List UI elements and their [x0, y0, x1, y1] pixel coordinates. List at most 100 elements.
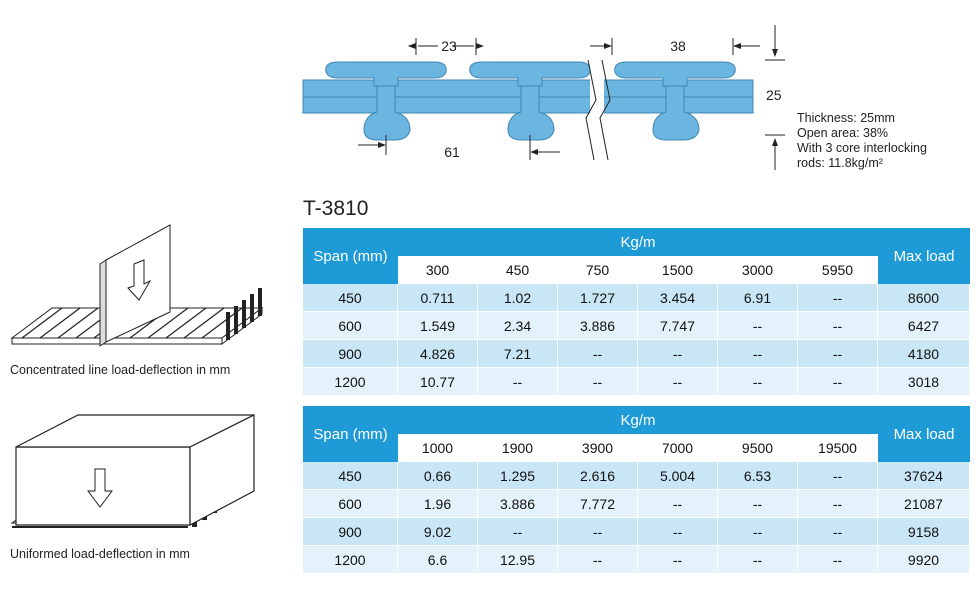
max-load-cell: 8600	[878, 284, 970, 312]
load-group-header: Kg/m	[398, 406, 878, 434]
deflection-cell: --	[798, 490, 878, 518]
deflection-cell: 1.02	[478, 284, 558, 312]
max-load-cell: 37624	[878, 462, 970, 490]
table-row: 900 4.826 7.21 -- -- -- -- 4180	[303, 340, 970, 368]
span-cell: 900	[303, 340, 398, 368]
deflection-cell: --	[798, 312, 878, 340]
span-cell: 600	[303, 312, 398, 340]
load-column-header: 750	[558, 256, 638, 284]
spec-core-rods: With 3 core interlocking	[797, 141, 927, 155]
table-row: 600 1.96 3.886 7.772 -- -- -- 21087	[303, 490, 970, 518]
down-arrow-icon	[127, 259, 152, 301]
span-cell: 1200	[303, 546, 398, 574]
deflection-cell: --	[478, 518, 558, 546]
max-load-header: Max load	[878, 228, 970, 284]
dimension-height: 25	[766, 87, 782, 103]
uniform-load-table: Span (mm) Kg/m Max load 1000 1900 3900 7…	[303, 406, 970, 574]
max-load-header: Max load	[878, 406, 970, 462]
deflection-cell: 7.772	[558, 490, 638, 518]
load-column-header: 7000	[638, 434, 718, 462]
deflection-cell: --	[798, 368, 878, 396]
deflection-cell: 3.886	[478, 490, 558, 518]
uniform-load-caption: Uniformed load-deflection in mm	[10, 547, 190, 561]
deflection-cell: --	[558, 340, 638, 368]
dimension-top-left: 23	[441, 38, 457, 54]
deflection-cell: --	[638, 340, 718, 368]
table-row: 450 0.66 1.295 2.616 5.004 6.53 -- 37624	[303, 462, 970, 490]
table-row: 450 0.711 1.02 1.727 3.454 6.91 -- 8600	[303, 284, 970, 312]
deflection-cell: --	[718, 340, 798, 368]
deflection-cell: --	[638, 490, 718, 518]
span-cell: 450	[303, 462, 398, 490]
table-row: 1200 6.6 12.95 -- -- -- -- 9920	[303, 546, 970, 574]
load-column-header: 9500	[718, 434, 798, 462]
deflection-cell: --	[718, 368, 798, 396]
deflection-cell: 4.826	[398, 340, 478, 368]
deflection-cell: --	[638, 546, 718, 574]
deflection-cell: 0.711	[398, 284, 478, 312]
deflection-cell: --	[558, 368, 638, 396]
load-column-header: 1500	[638, 256, 718, 284]
spec-weight: rods: 11.8kg/m²	[797, 156, 883, 170]
deflection-cell: 5.004	[638, 462, 718, 490]
deflection-cell: --	[638, 368, 718, 396]
deflection-cell: 1.96	[398, 490, 478, 518]
concentrated-load-table: Span (mm) Kg/m Max load 300 450 750 1500…	[303, 228, 970, 396]
deflection-cell: --	[638, 518, 718, 546]
max-load-cell: 4180	[878, 340, 970, 368]
down-arrow-icon	[87, 468, 113, 508]
table-row: 1200 10.77 -- -- -- -- -- 3018	[303, 368, 970, 396]
deflection-cell: 0.66	[398, 462, 478, 490]
load-column-header: 1900	[478, 434, 558, 462]
deflection-cell: 1.295	[478, 462, 558, 490]
load-column-header: 5950	[798, 256, 878, 284]
deflection-cell: --	[798, 518, 878, 546]
load-column-header: 1000	[398, 434, 478, 462]
deflection-cell: 7.21	[478, 340, 558, 368]
load-column-header: 450	[478, 256, 558, 284]
deflection-cell: --	[798, 340, 878, 368]
span-cell: 600	[303, 490, 398, 518]
model-title: T-3810	[303, 197, 369, 220]
deflection-cell: 1.549	[398, 312, 478, 340]
deflection-cell: --	[798, 546, 878, 574]
span-cell: 1200	[303, 368, 398, 396]
spec-thickness: Thickness: 25mm	[797, 111, 895, 125]
spec-open-area: Open area: 38%	[797, 126, 889, 140]
deflection-cell: --	[798, 284, 878, 312]
dimension-top-right: 38	[670, 38, 686, 54]
uniform-load-illustration	[10, 414, 255, 528]
deflection-cell: --	[798, 462, 878, 490]
deflection-cell: --	[718, 312, 798, 340]
concentrated-load-illustration	[10, 224, 264, 347]
deflection-cell: 9.02	[398, 518, 478, 546]
deflection-cell: 3.454	[638, 284, 718, 312]
deflection-cell: 2.34	[478, 312, 558, 340]
profile-specifications: Thickness: 25mm Open area: 38% With 3 co…	[797, 111, 927, 171]
deflection-cell: --	[718, 546, 798, 574]
concentrated-load-caption: Concentrated line load-deflection in mm	[10, 363, 231, 377]
span-cell: 450	[303, 284, 398, 312]
max-load-cell: 3018	[878, 368, 970, 396]
load-group-header: Kg/m	[398, 228, 878, 256]
load-column-header: 3900	[558, 434, 638, 462]
deflection-cell: --	[478, 368, 558, 396]
deflection-cell: 12.95	[478, 546, 558, 574]
load-column-header: 19500	[798, 434, 878, 462]
table-row: 600 1.549 2.34 3.886 7.747 -- -- 6427	[303, 312, 970, 340]
max-load-cell: 9158	[878, 518, 970, 546]
deflection-cell: --	[718, 518, 798, 546]
max-load-cell: 21087	[878, 490, 970, 518]
span-header: Span (mm)	[303, 228, 398, 284]
span-header: Span (mm)	[303, 406, 398, 462]
dimension-bottom: 61	[444, 144, 460, 160]
deflection-cell: 6.91	[718, 284, 798, 312]
max-load-cell: 6427	[878, 312, 970, 340]
deflection-cell: --	[558, 518, 638, 546]
deflection-cell: 7.747	[638, 312, 718, 340]
load-column-header: 300	[398, 256, 478, 284]
break-line	[585, 59, 597, 161]
deflection-cell: 3.886	[558, 312, 638, 340]
deflection-cell: --	[718, 490, 798, 518]
deflection-cell: 10.77	[398, 368, 478, 396]
